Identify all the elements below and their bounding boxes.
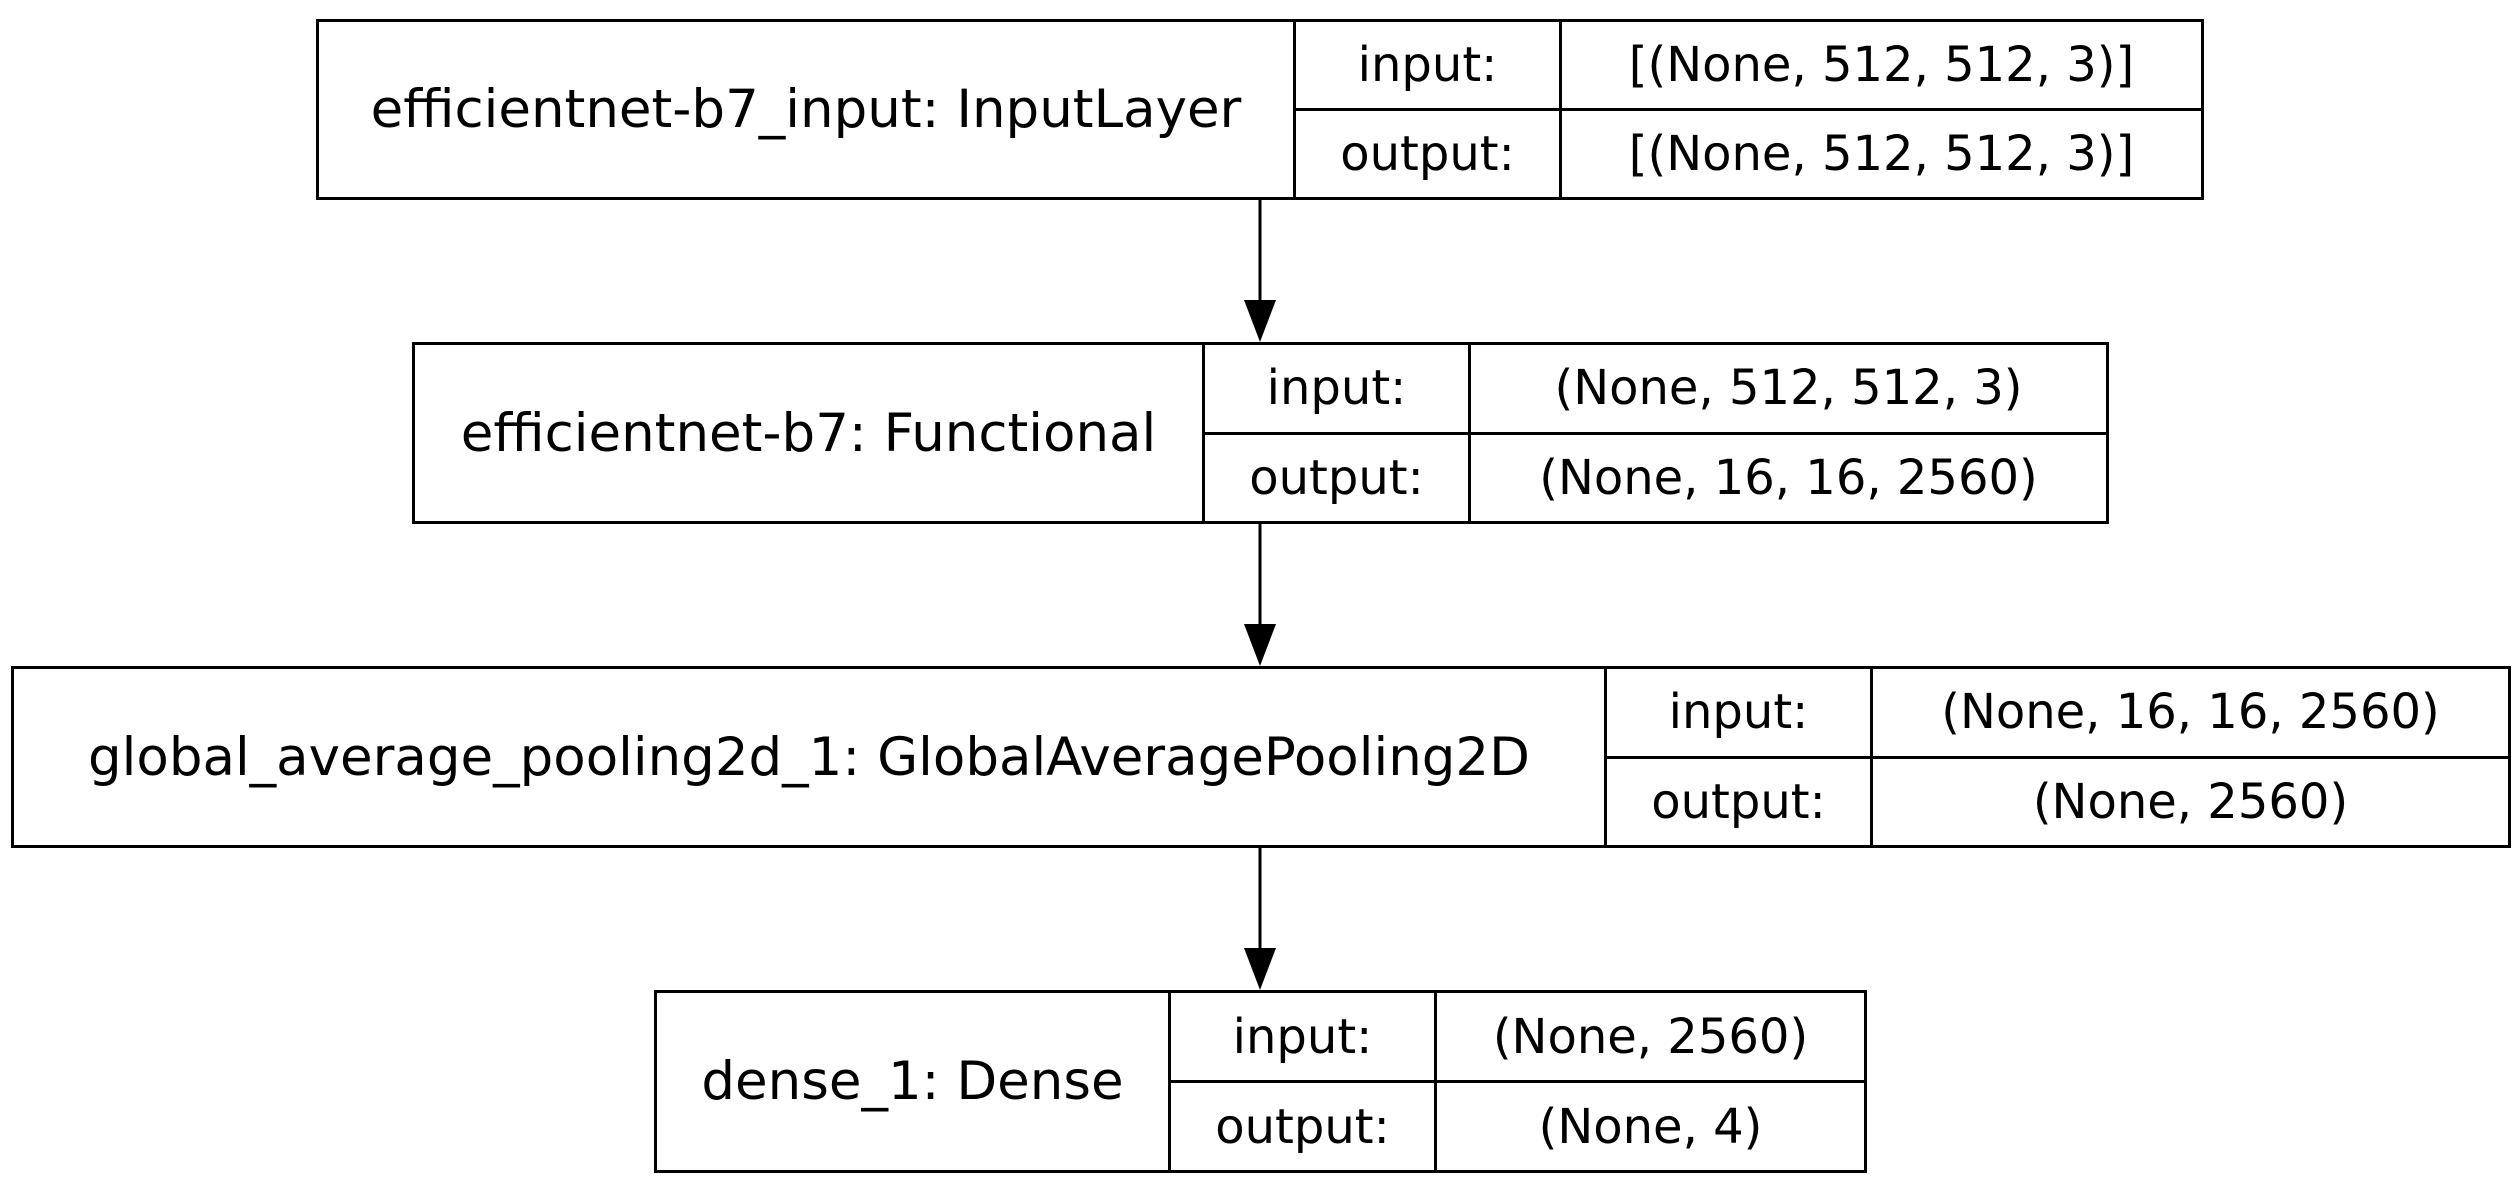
input-shape: (None, 512, 512, 3): [1471, 345, 2106, 435]
node-label: efficientnet-b7_input: InputLayer: [319, 22, 1296, 197]
input-shape: (None, 16, 16, 2560): [1873, 669, 2508, 759]
shape-column: (None, 2560) (None, 4): [1437, 993, 1864, 1170]
output-shape: (None, 16, 16, 2560): [1539, 449, 2038, 506]
port-column: input: output:: [1205, 345, 1471, 521]
output-shape: (None, 4): [1538, 1098, 1763, 1155]
port-column: input: output:: [1171, 993, 1437, 1170]
port-column: input: output:: [1296, 22, 1562, 197]
shape-column: (None, 512, 512, 3) (None, 16, 16, 2560): [1471, 345, 2106, 521]
node-label: dense_1: Dense: [657, 993, 1171, 1170]
node-label: global_average_pooling2d_1: GlobalAverag…: [14, 669, 1607, 845]
input-port-label: input:: [1607, 669, 1870, 759]
edge-functional-to-pooling: [1244, 523, 1276, 666]
output-port-label: output:: [1651, 773, 1826, 830]
node-label: efficientnet-b7: Functional: [415, 345, 1205, 521]
port-column: input: output:: [1607, 669, 1873, 845]
node-dense: dense_1: Dense input: output: (None, 256…: [654, 990, 1867, 1173]
edge-pooling-to-dense: [1244, 847, 1276, 990]
output-port-label: output:: [1340, 126, 1515, 182]
output-port-label: output:: [1249, 449, 1424, 506]
shape-column: (None, 16, 16, 2560) (None, 2560): [1873, 669, 2508, 845]
input-port-label: input:: [1171, 993, 1434, 1083]
shape-column: [(None, 512, 512, 3)] [(None, 512, 512, …: [1562, 22, 2201, 197]
input-port-label: input:: [1296, 22, 1559, 111]
input-shape: (None, 2560): [1437, 993, 1864, 1083]
output-shape: [(None, 512, 512, 3)]: [1628, 126, 2135, 182]
output-shape: (None, 2560): [2032, 773, 2349, 830]
node-global-average-pooling: global_average_pooling2d_1: GlobalAverag…: [11, 666, 2511, 848]
input-shape: [(None, 512, 512, 3)]: [1562, 22, 2201, 111]
node-input-layer: efficientnet-b7_input: InputLayer input:…: [316, 19, 2204, 200]
edge-input-to-functional: [1244, 199, 1276, 342]
node-functional: efficientnet-b7: Functional input: outpu…: [412, 342, 2109, 524]
output-port-label: output:: [1215, 1098, 1390, 1155]
input-port-label: input:: [1205, 345, 1468, 435]
